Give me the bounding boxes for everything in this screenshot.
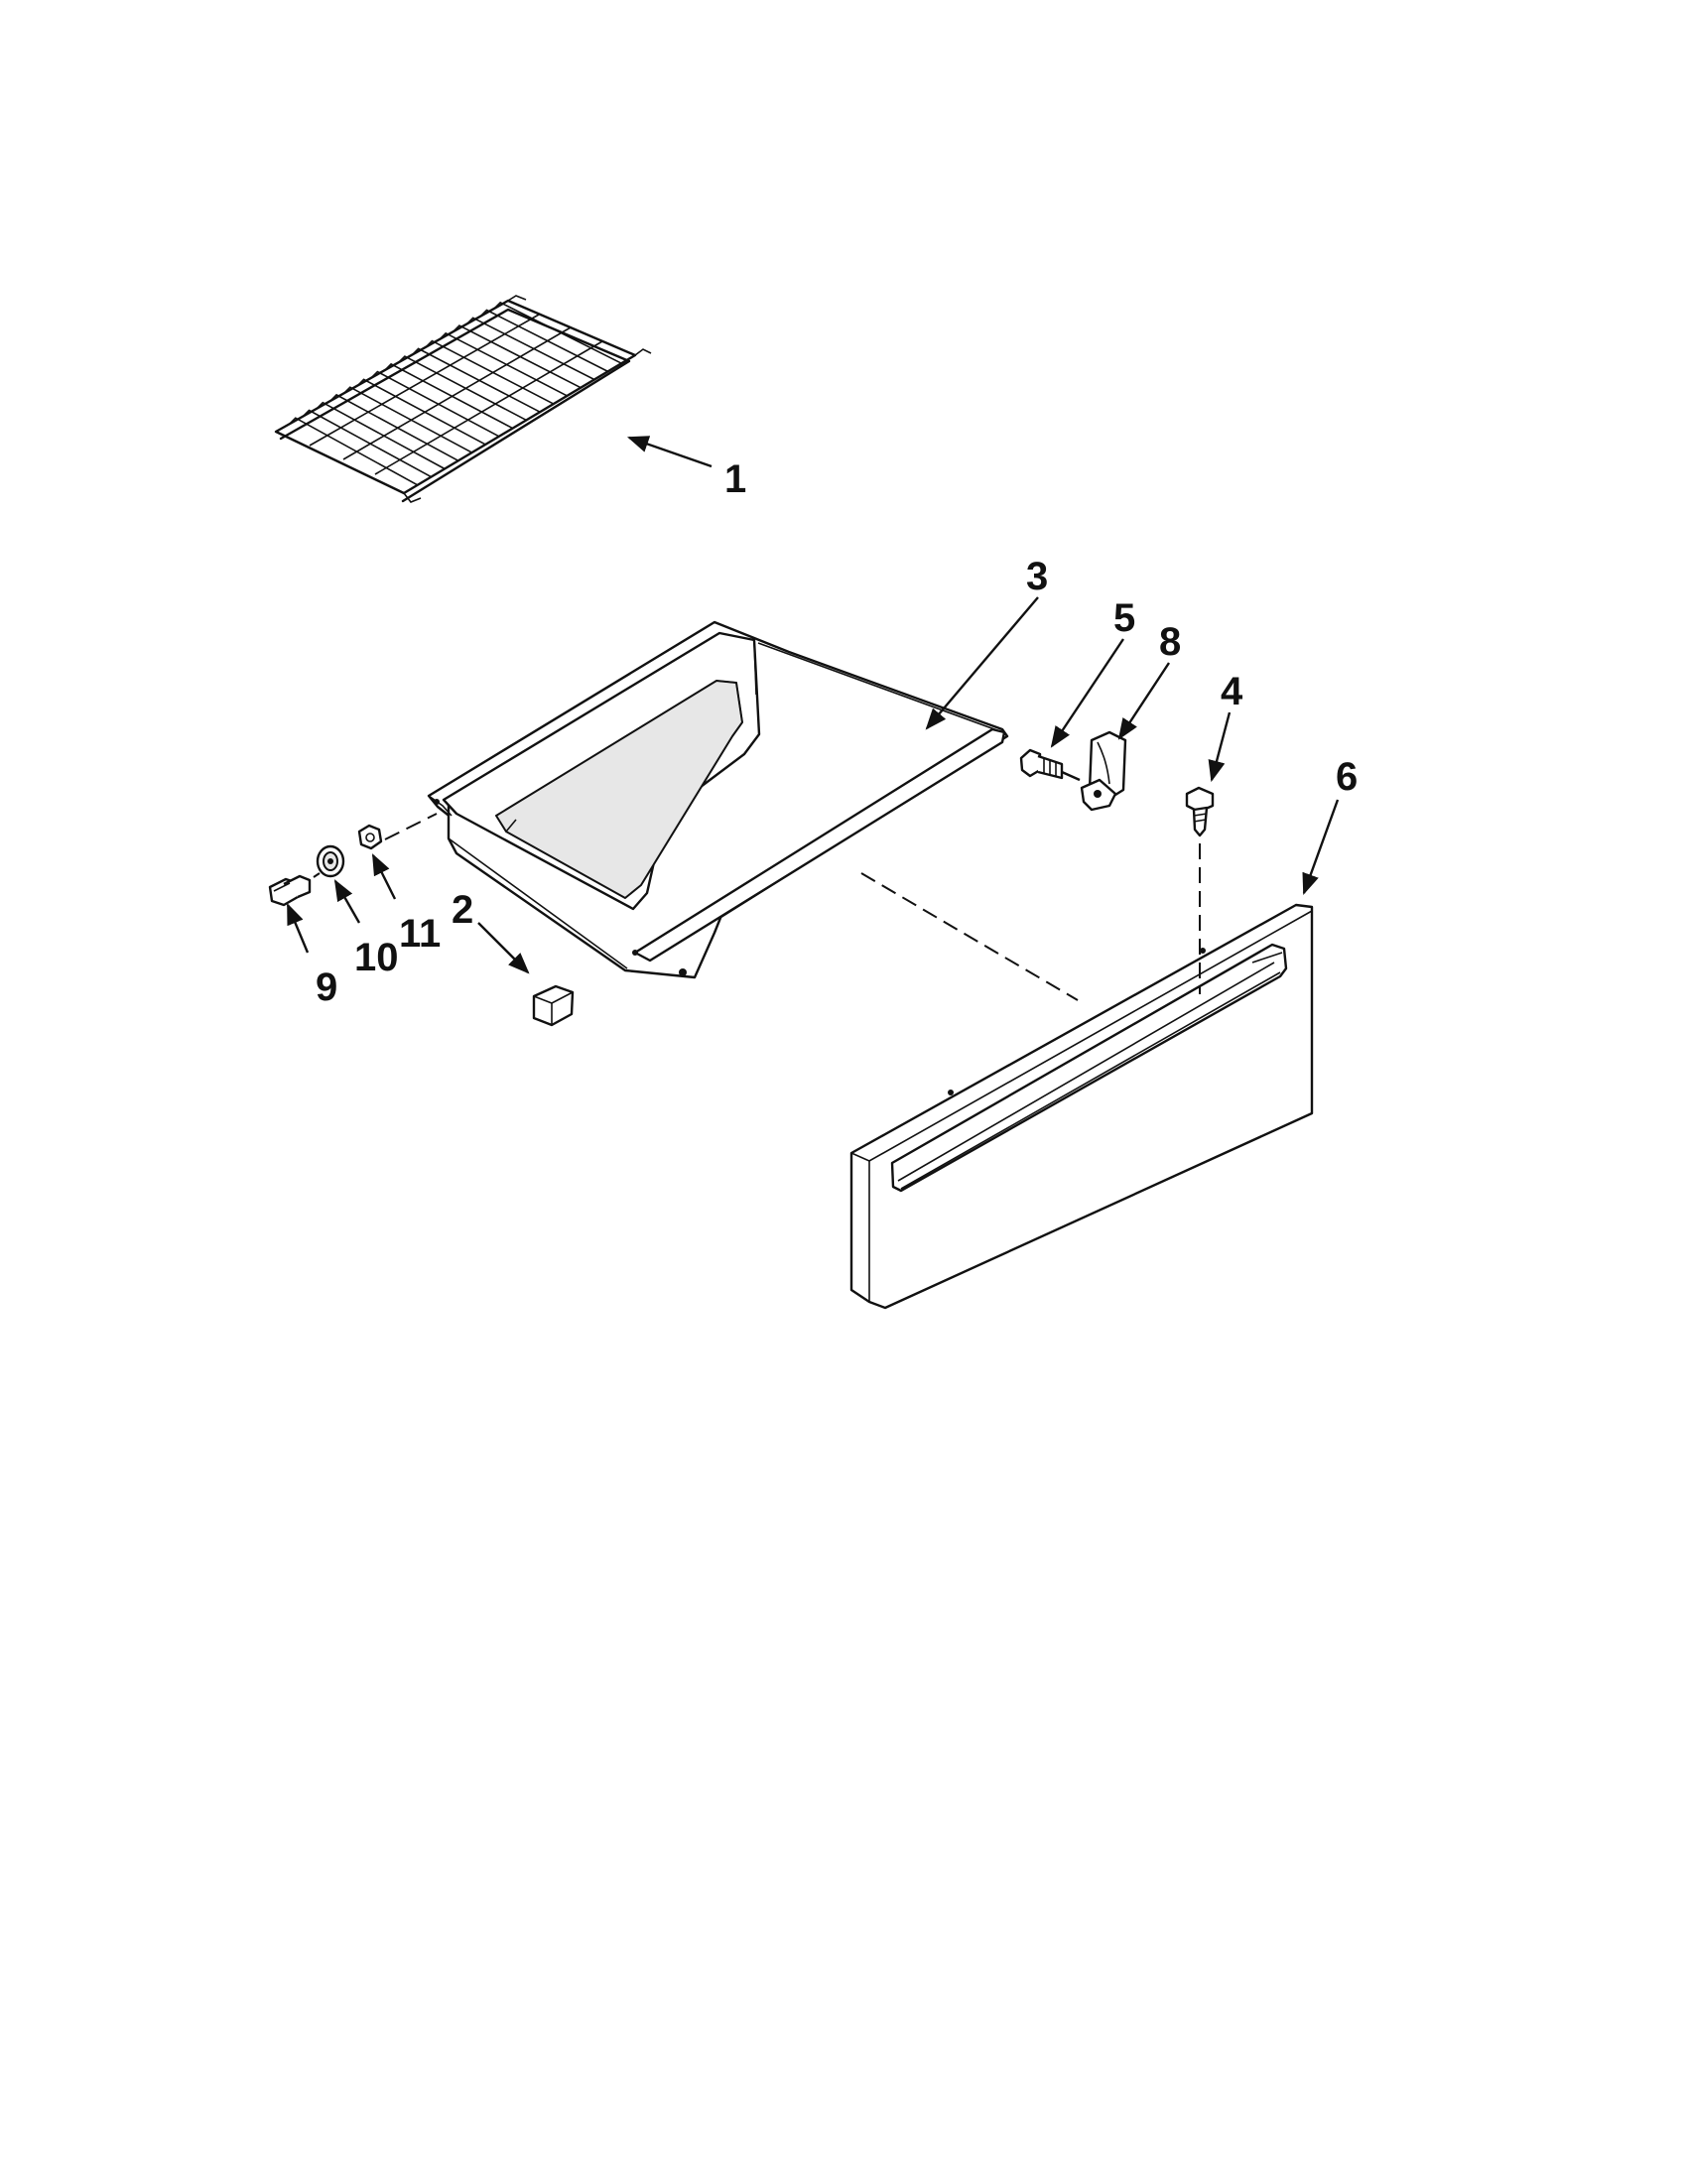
drawer-pan <box>427 620 1009 979</box>
rack-wire <box>412 347 541 413</box>
callout-3: 3 <box>1026 555 1048 598</box>
roller-screw <box>268 874 312 907</box>
callout-6: 6 <box>1336 755 1358 799</box>
callout-8: 8 <box>1159 620 1181 664</box>
rack-wire <box>329 393 459 462</box>
hex-nut <box>357 824 383 850</box>
oven-rack <box>274 295 652 503</box>
rack-wire <box>493 301 622 364</box>
rack-wire <box>439 331 568 397</box>
roller-wheel <box>316 844 345 878</box>
drawer-front-panel <box>849 903 1314 1310</box>
callout-1: 1 <box>724 457 746 501</box>
bracket-bolt <box>1019 748 1081 782</box>
callout-5: 5 <box>1113 596 1135 640</box>
rack-wire <box>425 339 555 405</box>
rack-wire <box>479 309 608 373</box>
callout-9: 9 <box>316 965 337 1009</box>
rack-wire <box>466 317 595 381</box>
assembly-lines <box>313 813 1201 1001</box>
callout-2: 2 <box>452 888 473 932</box>
rack-wire <box>453 324 582 389</box>
rack-wire <box>384 362 513 430</box>
callout-11: 11 <box>399 912 441 956</box>
panel-screw <box>1185 786 1215 837</box>
callout-4: 4 <box>1221 670 1243 713</box>
drawer-bracket <box>1080 730 1127 812</box>
rack-wire <box>316 401 446 470</box>
leader-lines <box>286 436 1340 974</box>
drawer-stop-block <box>532 984 575 1027</box>
callout-10: 10 <box>354 936 399 979</box>
rack-wire <box>289 417 419 486</box>
rack-wire <box>398 355 527 422</box>
callout-labels: 1 2 3 4 5 6 8 9 10 11 <box>316 457 1358 1009</box>
rack-wire <box>302 409 432 478</box>
rack-wire <box>357 378 486 446</box>
rack-wire <box>343 386 472 453</box>
rack-wire <box>370 370 500 438</box>
